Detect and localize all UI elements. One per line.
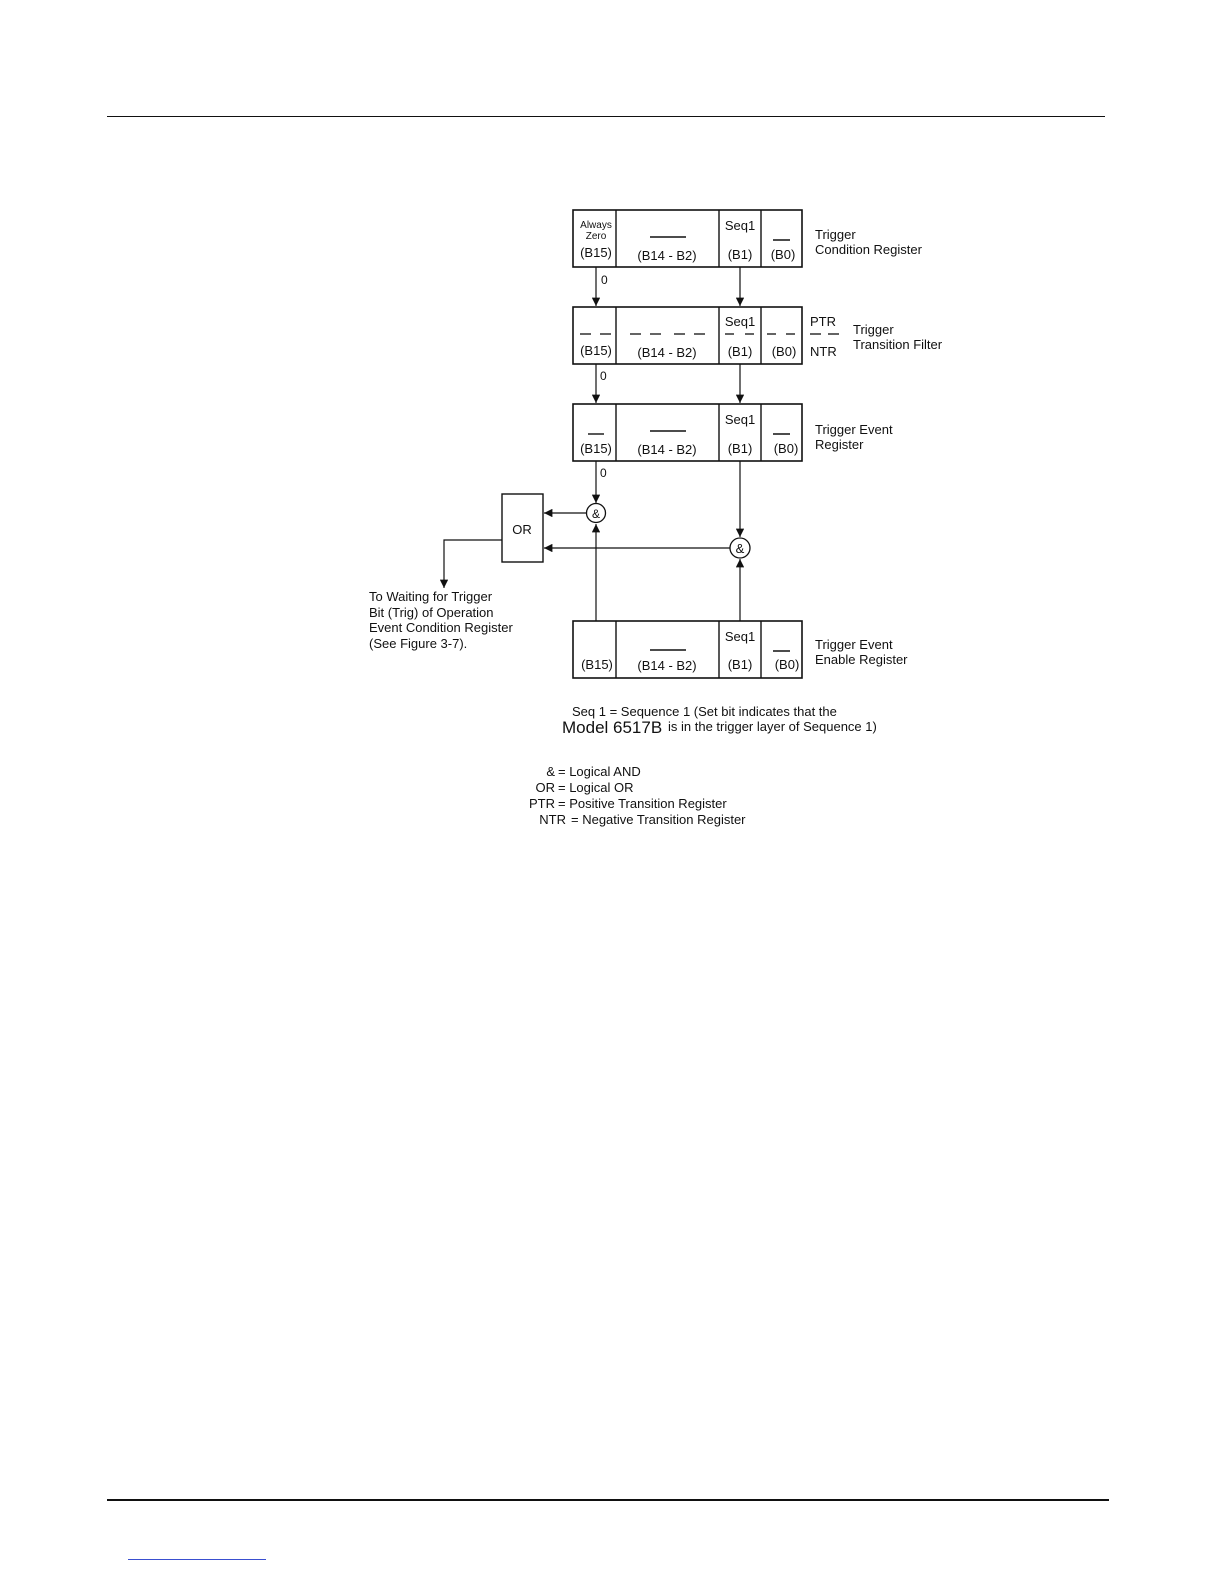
enable-b14-label: (B14 - B2) (637, 658, 696, 673)
legend-key-ntr: NTR (539, 812, 566, 827)
legend-desc-ntr: = Negative Transition Register (571, 812, 746, 827)
note-model: Model 6517B (562, 718, 662, 737)
output-text-1: To Waiting for Trigger (369, 589, 493, 604)
footer-rule (107, 1499, 1109, 1501)
condition-register: Always Zero (B15) (B14 - B2) Seq1 (B1) (… (572, 209, 923, 268)
event-register: (B15) (B14 - B2) Seq1 (B1) (B0) Trigger … (572, 403, 893, 462)
event-register-title-2: Register (815, 437, 864, 452)
legend-key-and: & (546, 764, 555, 779)
zero-label-3: 0 (600, 466, 607, 480)
and-gate-b15: & (585, 502, 607, 524)
enable-register: (B15) (B14 - B2) Seq1 (B1) (B0) Trigger … (572, 620, 908, 679)
trans-b15-label: (B15) (580, 343, 612, 358)
output-text-2: Bit (Trig) of Operation (369, 605, 494, 620)
transition-filter: (B15) (B14 - B2) Seq1 (B1) (B0) PTR NTR … (572, 306, 943, 365)
cond-b14-label: (B14 - B2) (637, 248, 696, 263)
ntr-label: NTR (810, 344, 837, 359)
trans-filter-title-1: Trigger (853, 322, 894, 337)
enable-b15-label: (B15) (581, 657, 613, 672)
and-gate-b1: & (729, 537, 751, 559)
zero-label-1: 0 (601, 273, 608, 287)
event-b1-label: (B1) (728, 441, 753, 456)
or-gate: OR (501, 493, 544, 563)
legend-desc-or: = Logical OR (558, 780, 634, 795)
cond-b15-zero: Zero (586, 231, 607, 242)
output-text-4: (See Figure 3-7). (369, 636, 467, 651)
ptr-label: PTR (810, 314, 836, 329)
enable-seq1-label: Seq1 (725, 629, 755, 644)
enable-b0-label: (B0) (775, 657, 800, 672)
trans-filter-title-2: Transition Filter (853, 337, 943, 352)
event-b15-label: (B15) (580, 441, 612, 456)
legend-key-ptr: PTR (529, 796, 555, 811)
note-line-2: is in the trigger layer of Sequence 1) (668, 719, 877, 734)
cond-register-title-1: Trigger (815, 227, 856, 242)
event-b0-label: (B0) (774, 441, 799, 456)
legend: & = Logical AND OR = Logical OR PTR = Po… (529, 764, 746, 827)
event-seq1-label: Seq1 (725, 412, 755, 427)
event-register-title-1: Trigger Event (815, 422, 893, 437)
legend-desc-and: = Logical AND (558, 764, 641, 779)
trans-b14-label: (B14 - B2) (637, 345, 696, 360)
and-gate-b15-symbol: & (592, 507, 600, 521)
trans-seq1-label: Seq1 (725, 314, 755, 329)
cond-b15-always: Always (580, 220, 612, 231)
or-output-arrow (439, 539, 502, 588)
cond-seq1-label: Seq1 (725, 218, 755, 233)
enable-register-title-1: Trigger Event (815, 637, 893, 652)
enable-b1-label: (B1) (728, 657, 753, 672)
cond-b15-label: (B15) (580, 245, 612, 260)
enable-register-title-2: Enable Register (815, 652, 908, 667)
legend-key-or: OR (536, 780, 556, 795)
header-rule (107, 116, 1105, 117)
cond-b1-label: (B1) (728, 247, 753, 262)
or-gate-label: OR (512, 522, 532, 537)
zero-label-2: 0 (600, 369, 607, 383)
output-text-3: Event Condition Register (369, 620, 513, 635)
and-gate-b1-symbol: & (736, 541, 745, 556)
footer-link-underline (128, 1559, 266, 1560)
note-line-1: Seq 1 = Sequence 1 (Set bit indicates th… (572, 704, 837, 719)
event-b14-label: (B14 - B2) (637, 442, 696, 457)
trans-b0-label: (B0) (772, 344, 797, 359)
legend-desc-ptr: = Positive Transition Register (558, 796, 727, 811)
cond-b0-label: (B0) (771, 247, 796, 262)
cond-register-title-2: Condition Register (815, 242, 923, 257)
trans-b1-label: (B1) (728, 344, 753, 359)
